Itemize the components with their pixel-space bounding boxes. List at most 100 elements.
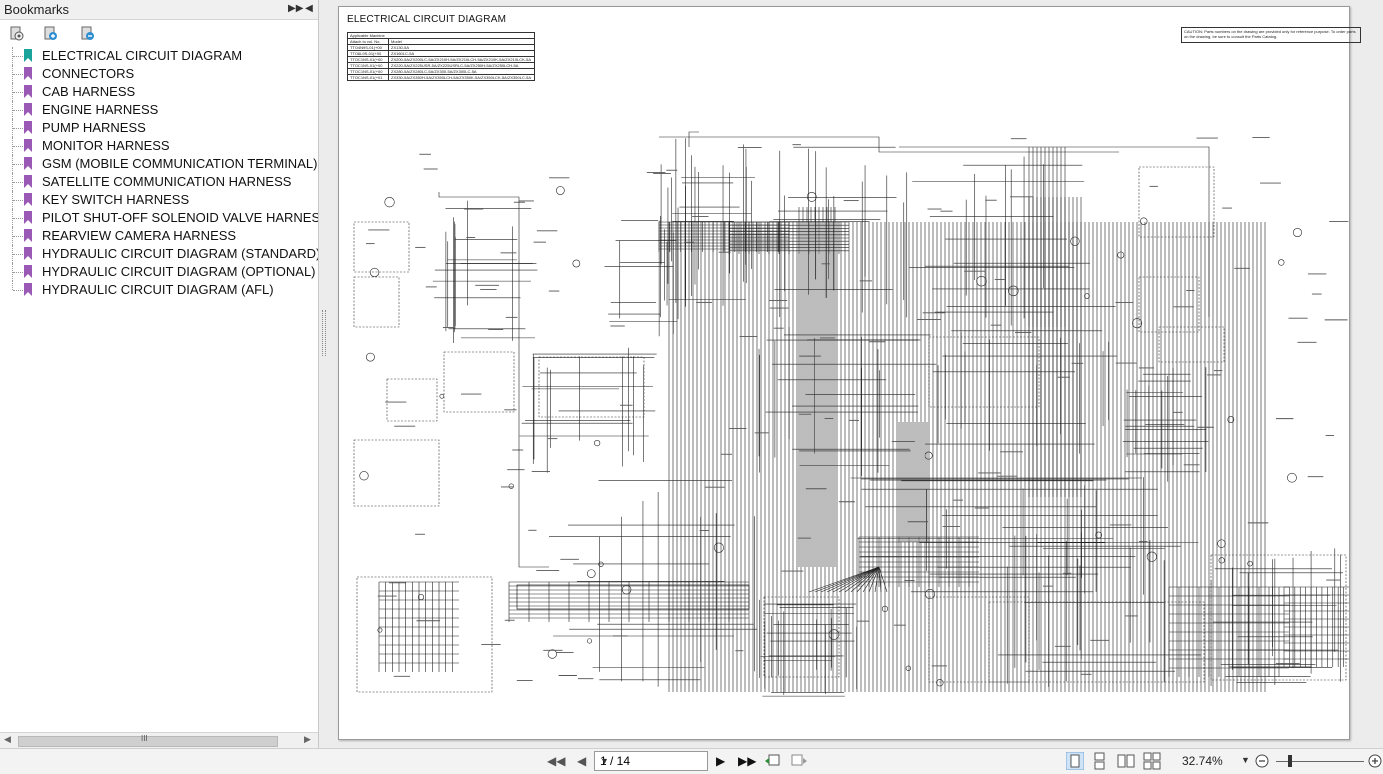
bookmark-icon [24,67,32,80]
continuous-view-icon[interactable] [1092,752,1108,770]
circuit-diagram [353,131,1349,697]
bookmark-icon [24,193,32,206]
bookmark-item[interactable]: CONNECTORS [0,65,318,83]
scrollbar-grip: III [141,734,148,743]
scroll-right-icon[interactable]: ▶ [304,734,311,744]
bookmark-label: PUMP HARNESS [42,120,146,135]
scrollbar-thumb[interactable]: III [18,734,278,747]
bookmark-icon [24,175,32,188]
bookmark-icon [24,103,32,116]
bookmark-item[interactable]: HYDRAULIC CIRCUIT DIAGRAM (OPTIONAL) [0,263,318,281]
zoom-slider-track[interactable] [1276,761,1364,762]
tree-connector [12,191,25,209]
bookmark-item[interactable]: GSM (MOBILE COMMUNICATION TERMINAL) HARN [0,155,318,173]
splitter-grip [322,310,326,356]
tree-connector [12,281,25,291]
bookmark-icon [24,265,32,278]
bookmark-item[interactable]: PILOT SHUT-OFF SOLENOID VALVE HARNESS [0,209,318,227]
bookmarks-horizontal-scrollbar[interactable]: ◀ III ▶ [0,732,318,748]
caution-note: CAUTION: Parts numbers on the drawing ar… [1181,27,1361,43]
previous-page-icon[interactable]: ◀ [577,754,587,768]
tree-connector [12,209,25,227]
zoom-out-icon[interactable] [1255,754,1269,768]
bookmark-icon [24,229,32,242]
tree-connector [12,263,25,281]
bookmark-label: CONNECTORS [42,66,135,81]
bookmark-item[interactable]: CAB HARNESS [0,83,318,101]
bookmark-label: HYDRAULIC CIRCUIT DIAGRAM (AFL) [42,282,274,297]
bookmark-icon [24,157,32,170]
bookmark-icon [24,49,32,62]
page-selector[interactable]: 1 / 14 ▼ [594,751,708,771]
bookmark-item[interactable]: ENGINE HARNESS [0,101,318,119]
scroll-left-icon[interactable]: ◀ [4,734,11,744]
single-page-view-icon[interactable] [1066,752,1084,770]
document-title: ELECTRICAL CIRCUIT DIAGRAM [347,14,507,25]
bookmark-label: ELECTRICAL CIRCUIT DIAGRAM [42,48,243,63]
bookmark-item[interactable]: HYDRAULIC CIRCUIT DIAGRAM (STANDARD) [0,245,318,263]
zoom-in-icon[interactable] [1368,754,1382,768]
bookmark-label: CAB HARNESS [42,84,136,99]
zoom-dropdown-icon[interactable]: ▼ [1241,755,1250,765]
bookmark-item[interactable]: HYDRAULIC CIRCUIT DIAGRAM (AFL) [0,281,318,299]
bookmark-icon [24,283,32,296]
table-cell: ZX330-5A/ZX350H-5A/ZX350LCH-5A/ZX350K-5A… [388,74,535,81]
expand-panel-icon[interactable]: ▶▶ [288,3,304,14]
bookmark-item[interactable]: REARVIEW CAMERA HARNESS [0,227,318,245]
tree-connector [12,245,25,263]
expand-bookmark-icon[interactable] [43,26,59,42]
tree-connector [12,101,25,119]
tree-connector [12,119,25,137]
tree-connector [12,137,25,155]
bookmark-icon [24,211,32,224]
bookmark-item[interactable]: PUMP HARNESS [0,119,318,137]
bookmark-label: HYDRAULIC CIRCUIT DIAGRAM (STANDARD) [42,246,318,261]
tree-connector [12,47,25,65]
bookmark-item[interactable]: KEY SWITCH HARNESS [0,191,318,209]
bookmark-icon [24,85,32,98]
bookmark-icon [24,121,32,134]
chevron-down-icon: ▼ [600,756,609,766]
pdf-page: ELECTRICAL CIRCUIT DIAGRAM Applicable Ma… [338,6,1361,740]
next-page-icon[interactable]: ▶ [716,754,726,768]
tree-connector [12,65,25,83]
bookmark-item[interactable]: ELECTRICAL CIRCUIT DIAGRAM [0,47,318,65]
bookmark-icon [24,247,32,260]
bookmark-label: GSM (MOBILE COMMUNICATION TERMINAL) HARN [42,156,318,171]
bookmark-label: KEY SWITCH HARNESS [42,192,190,207]
collapse-panel-icon[interactable]: ◀ [305,3,313,14]
tree-connector [12,173,25,191]
go-forward-view-icon[interactable] [790,753,808,769]
bookmark-label: PILOT SHUT-OFF SOLENOID VALVE HARNESS [42,210,318,225]
bottom-toolbar: ◀◀ ◀ 1 / 14 ▼ ▶ ▶▶ 32.74% ▼ [0,748,1383,774]
continuous-facing-view-icon[interactable] [1143,752,1161,770]
bookmarks-panel: Bookmarks ▶▶ ◀ ELECTRICAL CIRCUIT DIAGRA… [0,0,319,748]
last-page-icon[interactable]: ▶▶ [738,754,757,768]
bookmarks-header: Bookmarks ▶▶ ◀ [0,0,318,20]
bookmark-label: HYDRAULIC CIRCUIT DIAGRAM (OPTIONAL) [42,264,316,279]
first-page-icon[interactable]: ◀◀ [547,754,566,768]
document-viewer[interactable]: ELECTRICAL CIRCUIT DIAGRAM Applicable Ma… [329,0,1383,748]
bookmark-icon [24,139,32,152]
zoom-level[interactable]: 32.74% [1182,754,1223,768]
facing-view-icon[interactable] [1117,752,1135,770]
bookmark-settings-icon[interactable] [9,26,25,42]
bookmark-label: SATELLITE COMMUNICATION HARNESS [42,174,292,189]
tree-connector [12,83,25,101]
panel-splitter[interactable] [319,0,329,748]
collapse-bookmark-icon[interactable] [80,26,96,42]
page-indicator: 1 / 14 [600,754,631,768]
tree-connector [12,227,25,245]
go-back-view-icon[interactable] [764,753,782,769]
bookmark-label: REARVIEW CAMERA HARNESS [42,228,237,243]
bookmark-label: ENGINE HARNESS [42,102,159,117]
bookmark-label: MONITOR HARNESS [42,138,170,153]
tree-connector [12,155,25,173]
bookmarks-toolbar [0,20,318,46]
bookmark-item[interactable]: SATELLITE COMMUNICATION HARNESS [0,173,318,191]
zoom-slider-thumb[interactable] [1288,755,1292,767]
bookmarks-title: Bookmarks [4,2,70,17]
bookmark-item[interactable]: MONITOR HARNESS [0,137,318,155]
